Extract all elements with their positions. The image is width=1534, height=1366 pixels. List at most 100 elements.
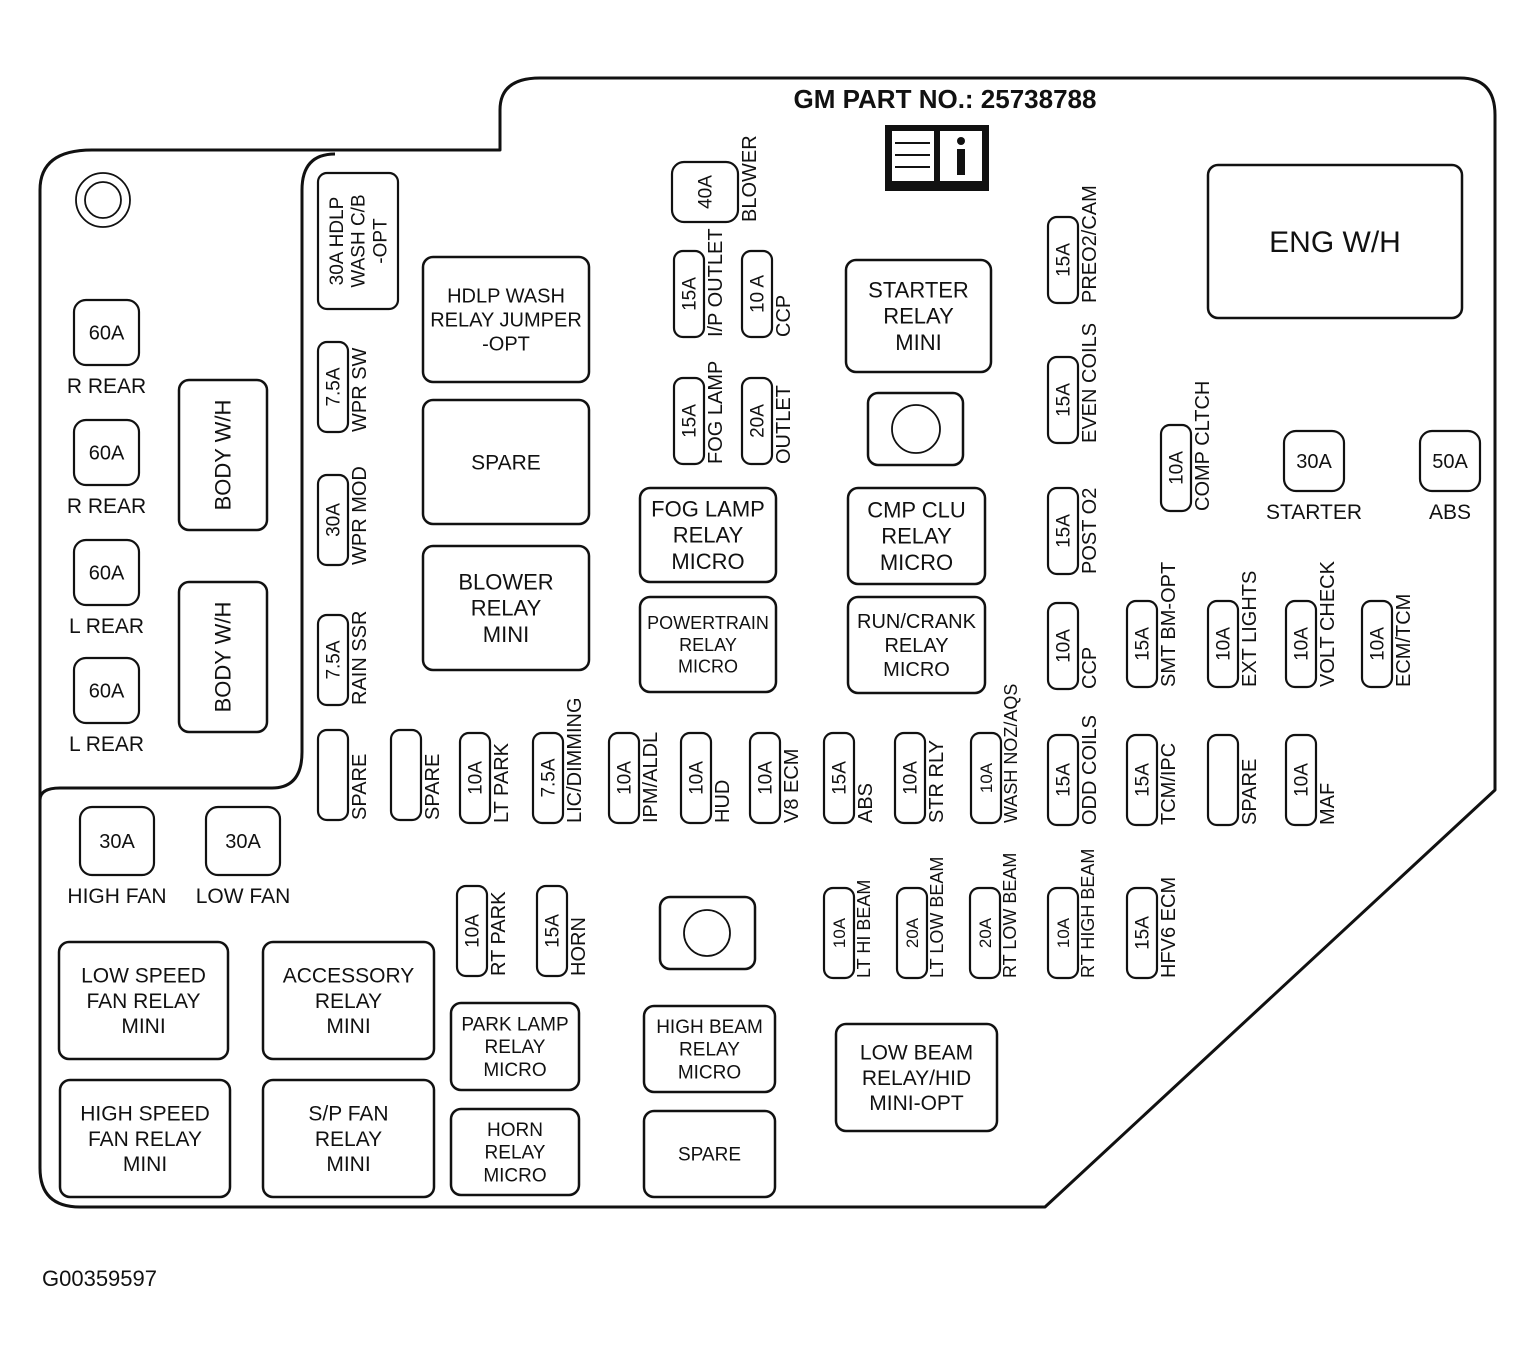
relay-label: ENG W/H xyxy=(1269,226,1401,259)
fuse-body xyxy=(1284,733,1318,827)
relay-label: SPARE xyxy=(471,451,541,474)
fuse-label: FOG LAMP xyxy=(705,361,727,464)
fuse-hdlp-wash-cb: 30A HDLPWASH C/B-OPT xyxy=(316,171,400,311)
fuse-rating: 15A xyxy=(1054,763,1075,797)
fuse-body xyxy=(78,805,156,877)
fuse-high-fan: 30A HIGH FAN xyxy=(67,805,167,908)
relay-body xyxy=(642,1109,777,1199)
fuse-label: STR RLY xyxy=(926,740,948,823)
fuse-rating: 30A xyxy=(1296,451,1332,473)
relay-body xyxy=(638,595,778,694)
fuse-rating: 15A xyxy=(543,914,564,948)
fuse-rating: 10A xyxy=(1167,451,1188,485)
relay-body-wh-lower: BODY W/H xyxy=(177,580,269,734)
relay-label-line: S/P FAN xyxy=(308,1103,388,1126)
fuse-spare-3: SPARE xyxy=(1206,733,1261,827)
fuse-rating: 30A xyxy=(99,831,135,853)
fuse-rating: 10A xyxy=(1292,627,1313,661)
relay-label-line: MICRO xyxy=(678,1062,741,1083)
relay-label-line: MICRO xyxy=(483,1165,546,1186)
fuse-block-housing xyxy=(38,76,1497,1209)
fuse-label: ECM/TCM xyxy=(1393,594,1415,687)
fuse-body xyxy=(822,731,856,825)
fuse-body xyxy=(1206,599,1240,689)
fuse-body xyxy=(72,538,141,607)
fuse-rating: 7.5A xyxy=(539,758,560,797)
fuse-body xyxy=(969,731,1003,825)
fuse-rating: 60A xyxy=(89,563,125,585)
relay-label-line: MINI-OPT xyxy=(869,1092,964,1115)
fuse-spare-2: SPARE xyxy=(389,728,444,822)
relay-label-line: ENG W/H xyxy=(1269,226,1401,259)
fuse-rating: 60A xyxy=(89,323,125,345)
relay-body xyxy=(421,544,591,672)
fuse-rating: 10A xyxy=(830,917,849,948)
fuse-rating: 10A xyxy=(1054,917,1073,948)
relay-label-line: POWERTRAIN xyxy=(647,613,769,633)
fuse-body xyxy=(968,886,1002,980)
fuse-body xyxy=(72,298,141,367)
relay-socket-lower xyxy=(658,895,757,971)
relay-label-line: MINI xyxy=(326,1153,370,1176)
fuse-body xyxy=(1125,733,1159,827)
figure-id: G00359597 xyxy=(42,1266,157,1291)
fuse-body xyxy=(1046,215,1080,305)
fuse-label: L REAR xyxy=(69,615,144,638)
fuse-rating: 15A xyxy=(1133,763,1154,797)
fuse-rating: 10A xyxy=(466,761,487,795)
relay-label-line: MINI xyxy=(483,622,529,647)
relay-body xyxy=(449,1107,581,1197)
fuse-rating: 10A xyxy=(1368,627,1389,661)
fuse-body xyxy=(748,731,782,825)
fuse-body xyxy=(1046,733,1080,827)
fuse-rating: 15A xyxy=(1054,383,1075,417)
relay-label-line: SPARE xyxy=(678,1145,741,1166)
relay-label-line: MICRO xyxy=(883,659,950,681)
relay-label-line: ACCESSORY xyxy=(283,965,415,988)
relay-body xyxy=(57,940,230,1061)
fuse-rating: 10A xyxy=(1214,627,1235,661)
relay-label-line: FOG LAMP xyxy=(651,496,765,521)
fuse-body xyxy=(316,171,400,311)
fuse-rating: 60A xyxy=(89,443,125,465)
fuse-label: SPARE xyxy=(422,754,444,820)
fuse-label: CCP xyxy=(773,295,795,337)
relay-socket-upper xyxy=(866,391,965,467)
fuse-label: RAIN SSR xyxy=(349,611,371,705)
fuse-body xyxy=(1418,429,1482,493)
fuse-label: HIGH FAN xyxy=(67,885,166,908)
relay-body xyxy=(844,258,993,374)
relay-label-line: CMP CLU xyxy=(867,497,966,522)
fuse-label: LT HI BEAM xyxy=(854,880,874,978)
